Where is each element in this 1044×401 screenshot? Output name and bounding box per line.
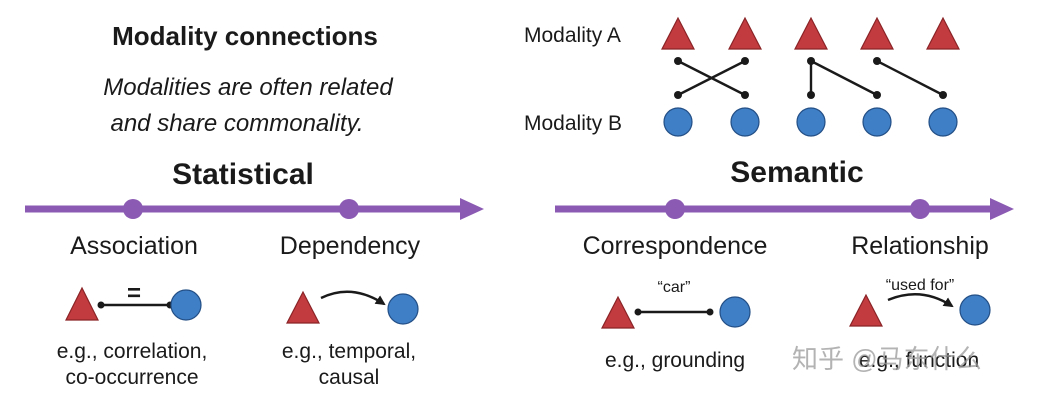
modality-b-circle [928,107,958,137]
axis-arrowhead-icon [460,198,484,220]
association-example-line-1: e.g., correlation, [57,340,208,363]
association-example-line-2: co-occurrence [65,366,198,389]
modality-b-circle [862,107,892,137]
modality-b-circle [730,107,760,137]
dependency-example-line-1: e.g., temporal, [282,340,416,363]
dependency-illustration [286,290,419,325]
circle-icon [959,294,991,326]
modality-a-row [661,16,960,50]
modality-a-triangle [661,16,695,50]
relationship-illustration: “used for” [849,277,991,327]
axis-arrowhead-icon [990,198,1014,220]
axis-node [339,199,359,219]
circle-icon [719,296,751,328]
modality-a-label: Modality A [524,24,621,47]
modality-b-circle [663,107,693,137]
triangle-icon [286,290,320,324]
circle-icon [170,289,202,321]
modality-a-triangle [926,16,960,50]
triangle-icon [601,295,635,329]
statistical-title: Statistical [172,158,314,191]
equals-symbol: = [127,280,141,307]
arrow-icon [320,290,386,306]
modality-b-label: Modality B [524,112,622,135]
correspondence-label: Correspondence [583,232,768,260]
relationship-example: e.g., function [859,349,979,372]
dependency-label: Dependency [280,232,421,260]
modality-a-triangle [794,16,828,50]
cross-connection [677,59,746,97]
correspondence-quote: “car” [658,279,691,296]
arrow-icon [887,293,954,308]
triangle-icon [65,286,99,321]
diagonal-connection [876,59,944,97]
dependency-example-line-2: causal [319,366,380,389]
correspondence-example: e.g., grounding [605,349,745,372]
relationship-quote: “used for” [886,277,954,294]
modality-a-triangle [860,16,894,50]
circle-icon [387,293,419,325]
triangle-icon [849,293,883,327]
axis-node [910,199,930,219]
subtitle-line-1: Modalities are often related [103,74,393,101]
axis-node [665,199,685,219]
modality-connections [674,57,947,99]
axis-node [123,199,143,219]
diagonal-connection [810,59,878,97]
correspondence-illustration: “car” [601,279,751,329]
diagram-title: Modality connections [112,21,378,51]
subtitle-line-2: and share commonality. [110,110,363,137]
semantic-axis [555,198,1014,220]
semantic-title: Semantic [730,156,863,189]
modality-b-circle [796,107,826,137]
watermark: 知乎 @马东什么 [792,344,982,374]
association-illustration: = [65,280,202,321]
relationship-label: Relationship [851,232,989,260]
association-label: Association [70,232,198,260]
modality-b-row [663,107,958,137]
statistical-axis [25,198,484,220]
modality-a-triangle [728,16,762,50]
